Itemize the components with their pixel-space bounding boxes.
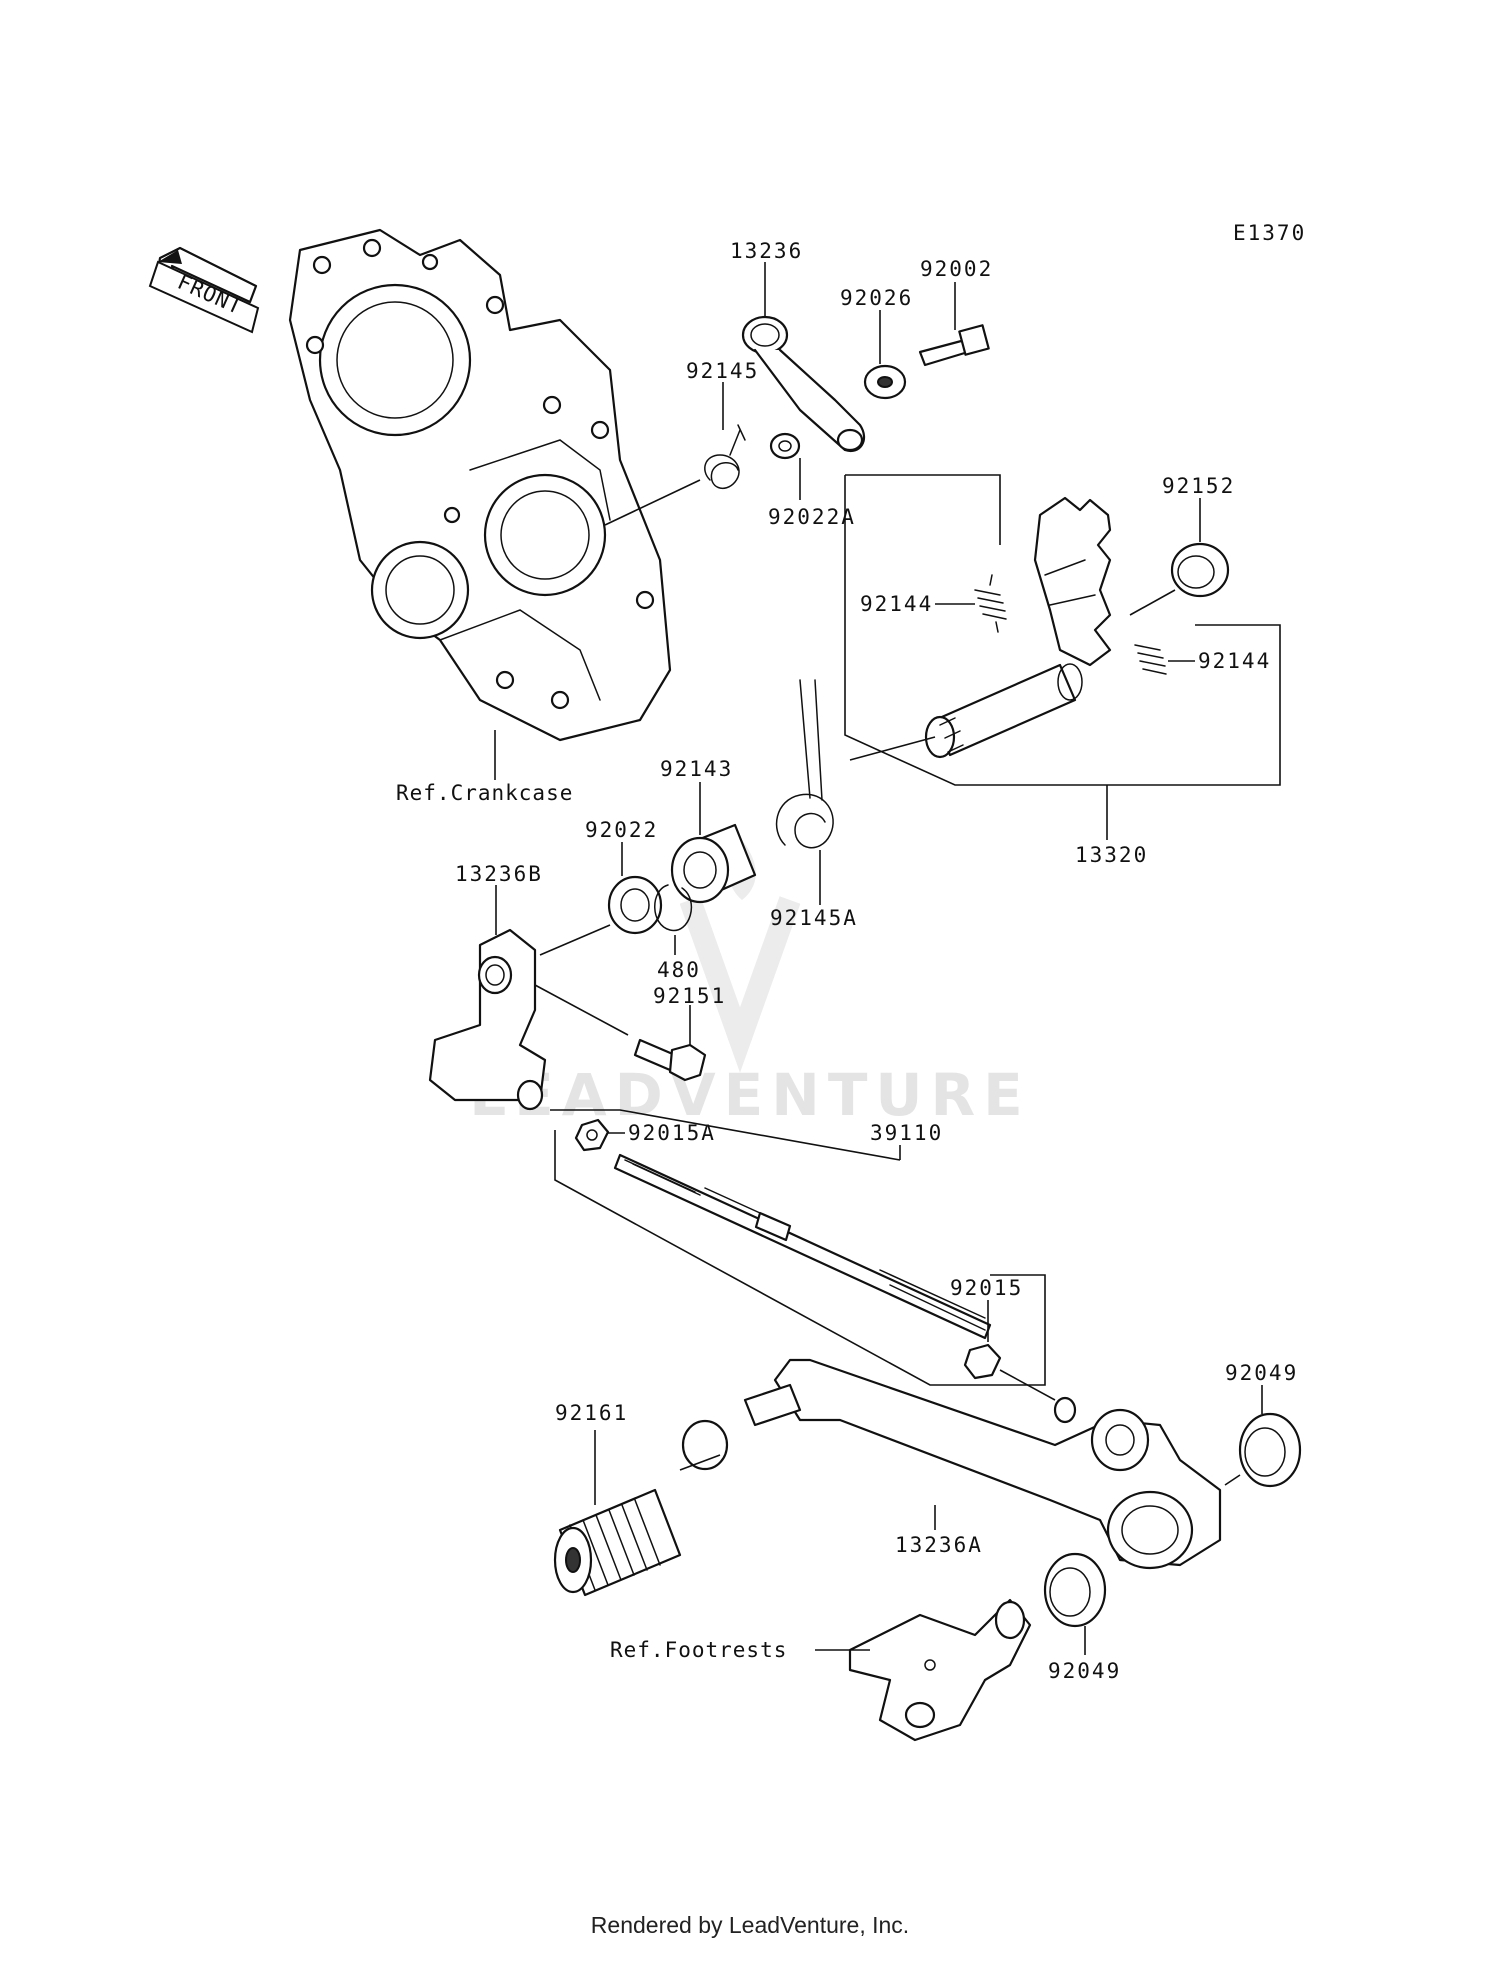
label-92026: 92026 [840,286,913,310]
watermark-text: LEADVENTURE [469,1061,1031,1129]
label-92151: 92151 [653,984,726,1008]
watermark: LEADVENTURE [469,840,1031,1129]
part-92026-washer [863,364,907,400]
part-92152-seal [1170,542,1230,598]
part-92145A-spring [775,679,834,849]
label-92144-a: 92144 [860,592,933,616]
label-92152: 92152 [1162,474,1235,498]
label-13236: 13236 [730,239,803,263]
label-92002: 92002 [920,257,993,281]
label-480: 480 [657,958,701,982]
part-13236B-lever [428,928,547,1111]
label-92144-b: 92144 [1198,649,1271,673]
crankcase-cover [288,228,672,742]
part-92022-washer [607,875,663,935]
part-92151-bolt [633,1038,707,1082]
part-92015A-nut [574,1118,610,1152]
part-92143-collar [670,823,757,904]
label-92145A: 92145A [770,906,858,930]
footer-credit: Rendered by LeadVenture, Inc. [590,1912,910,1938]
part-13236A-pedal [743,1358,1222,1570]
part-92144-spring-b [1134,644,1167,675]
label-39110: 39110 [870,1121,943,1145]
footrest-bracket [848,1598,1032,1742]
label-13236A: 13236A [895,1533,983,1557]
label-92022A: 92022A [768,505,856,529]
label-92145: 92145 [686,359,759,383]
label-92161: 92161 [555,1401,628,1425]
front-arrow-icon: FRONT [148,246,260,334]
part-92145-spring [704,424,746,490]
ref-crankcase: Ref.Crankcase [396,781,573,805]
diagram-code: E1370 [1233,221,1306,245]
part-92161-rubber [553,1419,729,1597]
part-92015-nut [963,1343,1002,1380]
label-13320: 13320 [1075,843,1148,867]
part-13236-arm [741,315,866,453]
label-92143: 92143 [660,757,733,781]
part-92049-seal-a [1238,1412,1302,1488]
part-480-circlip [654,884,693,932]
label-92022: 92022 [585,818,658,842]
part-92144-spring-a [974,574,1007,633]
label-92015: 92015 [950,1276,1023,1300]
part-92049-seal-b [1043,1552,1107,1628]
label-92049-a: 92049 [1225,1361,1298,1385]
part-13320-shaft [924,496,1112,759]
ref-footrests: Ref.Footrests [610,1638,787,1662]
part-92002-bolt [918,324,990,367]
label-92049-b: 92049 [1048,1659,1121,1683]
label-13236B: 13236B [455,862,543,886]
part-39110-tie-rod [613,1153,992,1340]
part-92022A-washer [769,432,801,460]
